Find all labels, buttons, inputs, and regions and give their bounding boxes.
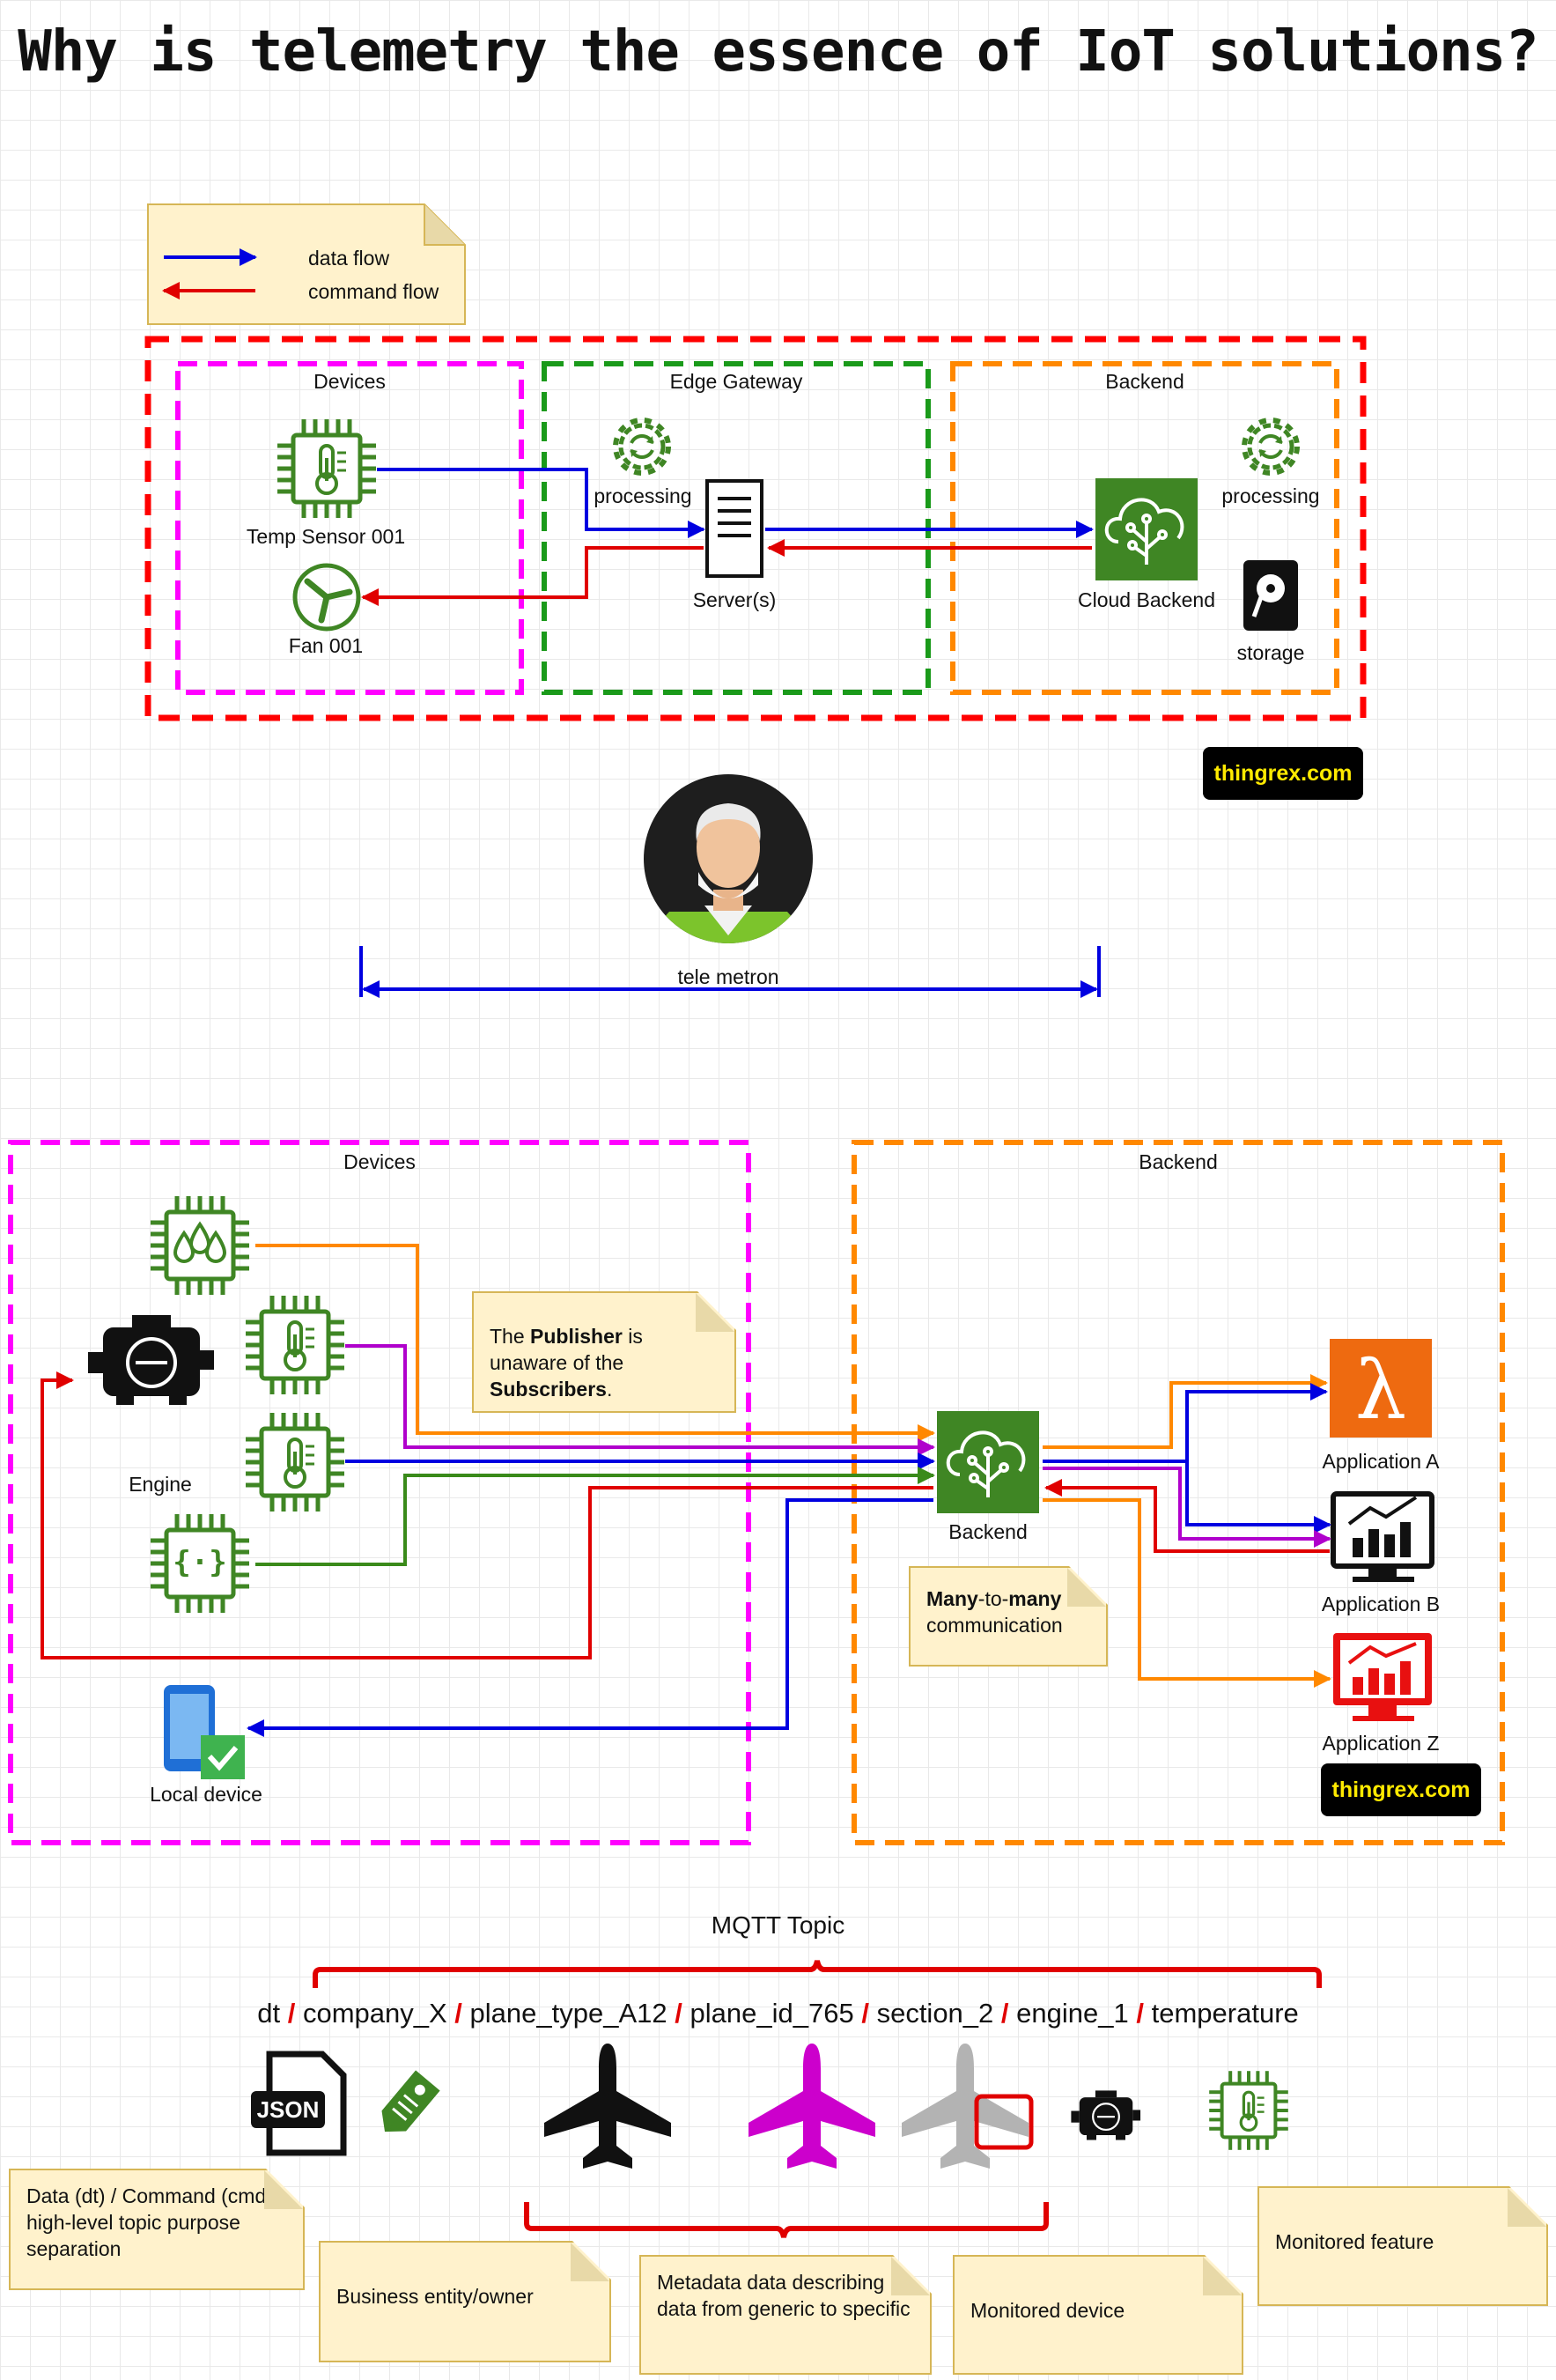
thingrex-badge-1[interactable]: thingrex.com (1203, 747, 1363, 800)
fan-label: Fan 001 (288, 634, 364, 657)
solution-boundary (144, 336, 1367, 721)
plane-id-icon (749, 2044, 875, 2169)
legend-data-label: data flow (308, 247, 390, 270)
monitor-alert-icon (1333, 1633, 1432, 1721)
topic-segment-feature: temperature (1151, 1998, 1299, 2029)
devices-zone (175, 361, 524, 695)
fan-icon (292, 563, 361, 632)
svg-text:{·}: {·} (173, 1545, 226, 1580)
section-highlight (974, 2094, 1034, 2150)
page-title: Why is telemetry the essence of IoT solu… (18, 19, 1538, 85)
storage-label: storage (1236, 641, 1305, 664)
mqtt-heading: MQTT Topic (711, 1911, 845, 1939)
publisher-note: The Publisher is unaware of the Subscrib… (472, 1291, 736, 1413)
humidity-flow (255, 1244, 935, 1442)
plane-section-icon (902, 2044, 1029, 2169)
mqtt-topic: dt / company_X / plane_type_A12 / plane_… (257, 1998, 1299, 2029)
topic-segment-plane-type: plane_type_A12 (469, 1998, 667, 2029)
devices-zone-2 (8, 1140, 751, 1845)
engine-temp-sensor-icon (246, 1296, 344, 1394)
server-to-fan-command (361, 546, 704, 606)
app-z-label: Application Z (1322, 1732, 1440, 1755)
legend-box (147, 203, 466, 325)
note-metadata: Metadata data describing data from gener… (639, 2255, 932, 2375)
backend-label: Backend (1105, 370, 1184, 393)
temp-sensor-label: Temp Sensor 001 (246, 525, 406, 548)
backend-to-app-a-flow (1043, 1374, 1328, 1449)
engine-temp-sensor-2-icon (246, 1413, 344, 1512)
engine-small-icon (1070, 2089, 1142, 2141)
config-chip-icon: {·} (151, 1514, 249, 1613)
monitor-chart-icon (1331, 1491, 1434, 1582)
sensor-to-server-flow (377, 468, 705, 538)
backend-to-app-b-flow (1043, 1460, 1331, 1534)
tag-icon (381, 2070, 440, 2132)
mqtt-topic-bracket (313, 1960, 1322, 1988)
legend-command-label: command flow (308, 280, 439, 303)
backend-to-local-device-flow (247, 1498, 933, 1737)
cloud-backend-label: Cloud Backend (1078, 588, 1215, 611)
lambda-icon: λ (1330, 1339, 1432, 1438)
storage-icon (1243, 560, 1298, 631)
server-icon (705, 479, 763, 578)
devices-label-2: Devices (343, 1150, 416, 1173)
note-business: Business entity/owner (319, 2241, 611, 2362)
edge-processing-label: processing (594, 484, 692, 507)
app-b-label: Application B (1321, 1593, 1441, 1615)
config-flow (255, 1467, 935, 1566)
engine-label: Engine (129, 1473, 192, 1496)
topic-segment-engine: engine_1 (1016, 1998, 1129, 2029)
backend-to-engine-command (41, 1371, 933, 1659)
backend-cloud-icon (935, 1409, 1041, 1515)
topic-segment-company: company_X (302, 1998, 447, 2029)
humidity-sensor-icon (151, 1196, 249, 1295)
local-device-icon (164, 1685, 245, 1779)
note-device: Monitored device (953, 2255, 1243, 2375)
backend-processing-label: processing (1221, 484, 1320, 507)
note-feature: Monitored feature (1257, 2186, 1548, 2306)
backend-label-2: Backend (1139, 1150, 1218, 1173)
engine-temp-flow (345, 1344, 935, 1456)
backend-to-app-b-flow-2 (1043, 1467, 1331, 1548)
backend-label-icon: Backend (948, 1520, 1028, 1543)
telemetron-label: tele metron (677, 965, 779, 988)
backend-to-app-z-flow (1043, 1498, 1331, 1688)
temperature-chip-icon (1209, 2071, 1288, 2150)
metadata-bracket (524, 2202, 1049, 2238)
json-file-icon (251, 2051, 347, 2156)
devices-label: Devices (313, 370, 386, 393)
avatar (644, 774, 813, 943)
edge-processing-icon (616, 420, 668, 473)
many-to-many-note: Many-to-many communication (909, 1566, 1108, 1667)
app-b-to-backend-command (1044, 1479, 1330, 1553)
backend-processing-icon (1244, 420, 1297, 473)
engine-icon (86, 1313, 216, 1407)
json-icon-text: JSON (256, 2096, 320, 2123)
plane-type-icon (544, 2044, 671, 2169)
thingrex-badge-2[interactable]: thingrex.com (1321, 1763, 1481, 1816)
backend-zone-2 (852, 1140, 1505, 1845)
topic-segment-section: section_2 (876, 1998, 994, 2029)
backend-to-app-a-flow-2 (1043, 1383, 1328, 1463)
topic-segment-dt: dt (257, 1998, 281, 2029)
topic-segment-plane-id: plane_id_765 (690, 1998, 854, 2029)
svg-text:λ: λ (1355, 1343, 1406, 1438)
edge-gateway-label: Edge Gateway (669, 370, 803, 393)
note-dt: Data (dt) / Command (cmd) high-level top… (9, 2169, 305, 2290)
local-device-label: Local device (150, 1783, 262, 1806)
temp-sensor-icon (277, 419, 376, 518)
servers-label: Server(s) (692, 588, 777, 611)
app-a-label: Application A (1322, 1450, 1440, 1473)
